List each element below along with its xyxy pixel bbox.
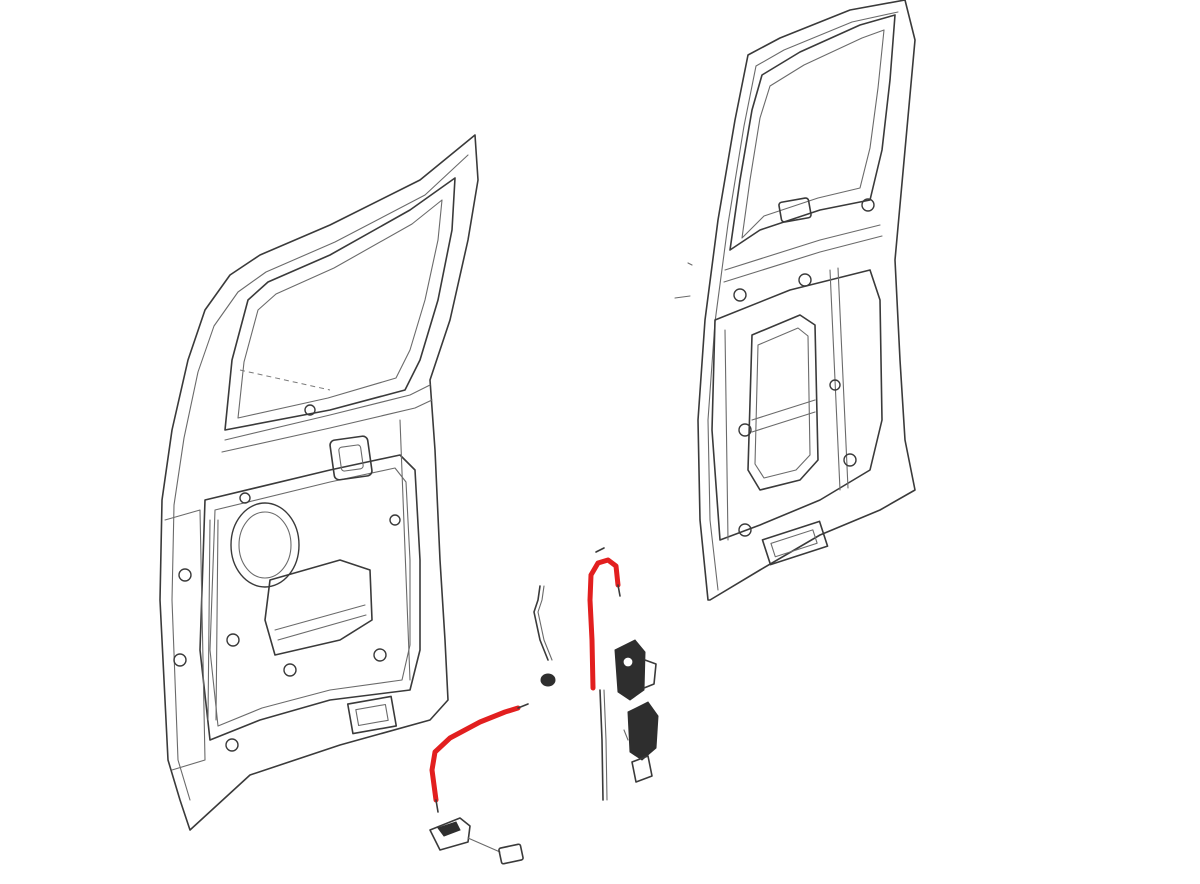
lower-cable-end — [517, 703, 529, 709]
inside-handle-bracket — [498, 843, 524, 865]
right-door-access-rib — [751, 399, 816, 421]
link-rod — [533, 585, 549, 661]
lower-cable — [429, 705, 521, 803]
right-door-hole — [861, 198, 875, 212]
right-door-hole — [738, 423, 752, 437]
right-door-channel-2 — [837, 267, 849, 489]
door-latch-tab — [643, 659, 657, 689]
upper-rod-tip — [595, 547, 605, 553]
left-door — [159, 134, 479, 831]
actuator-rod-edge — [603, 689, 608, 801]
lock-actuator-pin — [623, 729, 629, 741]
lock-actuator — [627, 701, 659, 761]
left-door-hole — [173, 653, 187, 667]
left-door-reference-line — [239, 369, 331, 391]
left-door-access-rib-2 — [277, 614, 367, 641]
upper-rod-end — [617, 584, 621, 597]
lower-cable-end-2 — [435, 799, 439, 813]
left-door-access-panel — [264, 559, 373, 656]
upper-rod — [587, 557, 621, 691]
left-door-hole — [226, 633, 240, 647]
right-door-belt-line — [724, 224, 881, 271]
door-latch — [614, 639, 646, 701]
left-door-hole — [239, 492, 251, 504]
right-door-access-rib-2 — [751, 411, 816, 433]
actuator-rod — [599, 689, 604, 801]
rod-clip — [540, 673, 556, 687]
left-door-window-inner — [237, 199, 443, 419]
right-door-window-inner — [741, 29, 885, 239]
link-rod-edge — [537, 585, 553, 661]
right-door-inner-panel — [711, 269, 883, 541]
left-door-channel-3 — [399, 419, 411, 681]
left-door-window-frame — [224, 177, 456, 431]
left-door-outline — [159, 134, 479, 831]
left-door-handle-pocket — [329, 435, 373, 481]
left-door-hole — [225, 738, 239, 752]
left-door-hole — [283, 663, 297, 677]
right-door-hole — [733, 288, 747, 302]
left-door-speaker-ring — [238, 511, 292, 579]
left-door-belt-line — [224, 384, 431, 441]
left-door-inner-panel — [199, 454, 421, 741]
left-door-channel-2 — [215, 519, 219, 721]
left-door-inner-panel-edge — [209, 467, 411, 727]
left-door-hole — [373, 648, 387, 662]
inside-handle — [429, 817, 471, 851]
door-latch-hole — [622, 656, 634, 668]
right-door-hole — [738, 523, 752, 537]
left-door-latch-pocket — [346, 695, 398, 735]
right-door-latch-pocket — [761, 520, 829, 566]
lock-actuator-connector — [631, 755, 653, 783]
right-door-latch-pocket-inner — [770, 529, 818, 558]
right-door-hole — [843, 453, 857, 467]
left-door-channel — [207, 519, 211, 721]
left-door-hole — [178, 568, 192, 582]
right-door-window-frame — [729, 14, 896, 251]
right-door — [674, 0, 916, 601]
right-door-belt-line-2 — [723, 235, 883, 283]
right-door-outline — [697, 0, 916, 601]
right-door-handle-pocket — [778, 197, 812, 223]
right-door-outline-inner — [707, 11, 899, 591]
left-door-belt-line-2 — [221, 399, 433, 453]
right-door-leader-tick — [674, 295, 691, 299]
right-door-channel-3 — [724, 329, 729, 541]
right-door-hole — [829, 379, 841, 391]
left-door-hole — [304, 404, 316, 416]
left-door-hole — [389, 514, 401, 526]
left-door-handle-pocket-inner — [338, 444, 364, 472]
left-door-outline-inner — [171, 154, 469, 801]
inside-handle-lever — [437, 821, 461, 837]
left-door-hinge-strip — [164, 509, 206, 771]
left-door-latch-pocket-inner — [355, 703, 389, 727]
loose-parts — [429, 547, 659, 865]
left-door-speaker-opening — [230, 502, 300, 588]
right-door-access-opening-inner — [754, 327, 811, 479]
right-door-access-opening — [747, 314, 819, 491]
right-door-leader-tick — [687, 262, 693, 266]
left-door-access-rib — [274, 604, 366, 631]
right-door-hole — [798, 273, 812, 287]
inside-handle-link — [467, 837, 501, 853]
